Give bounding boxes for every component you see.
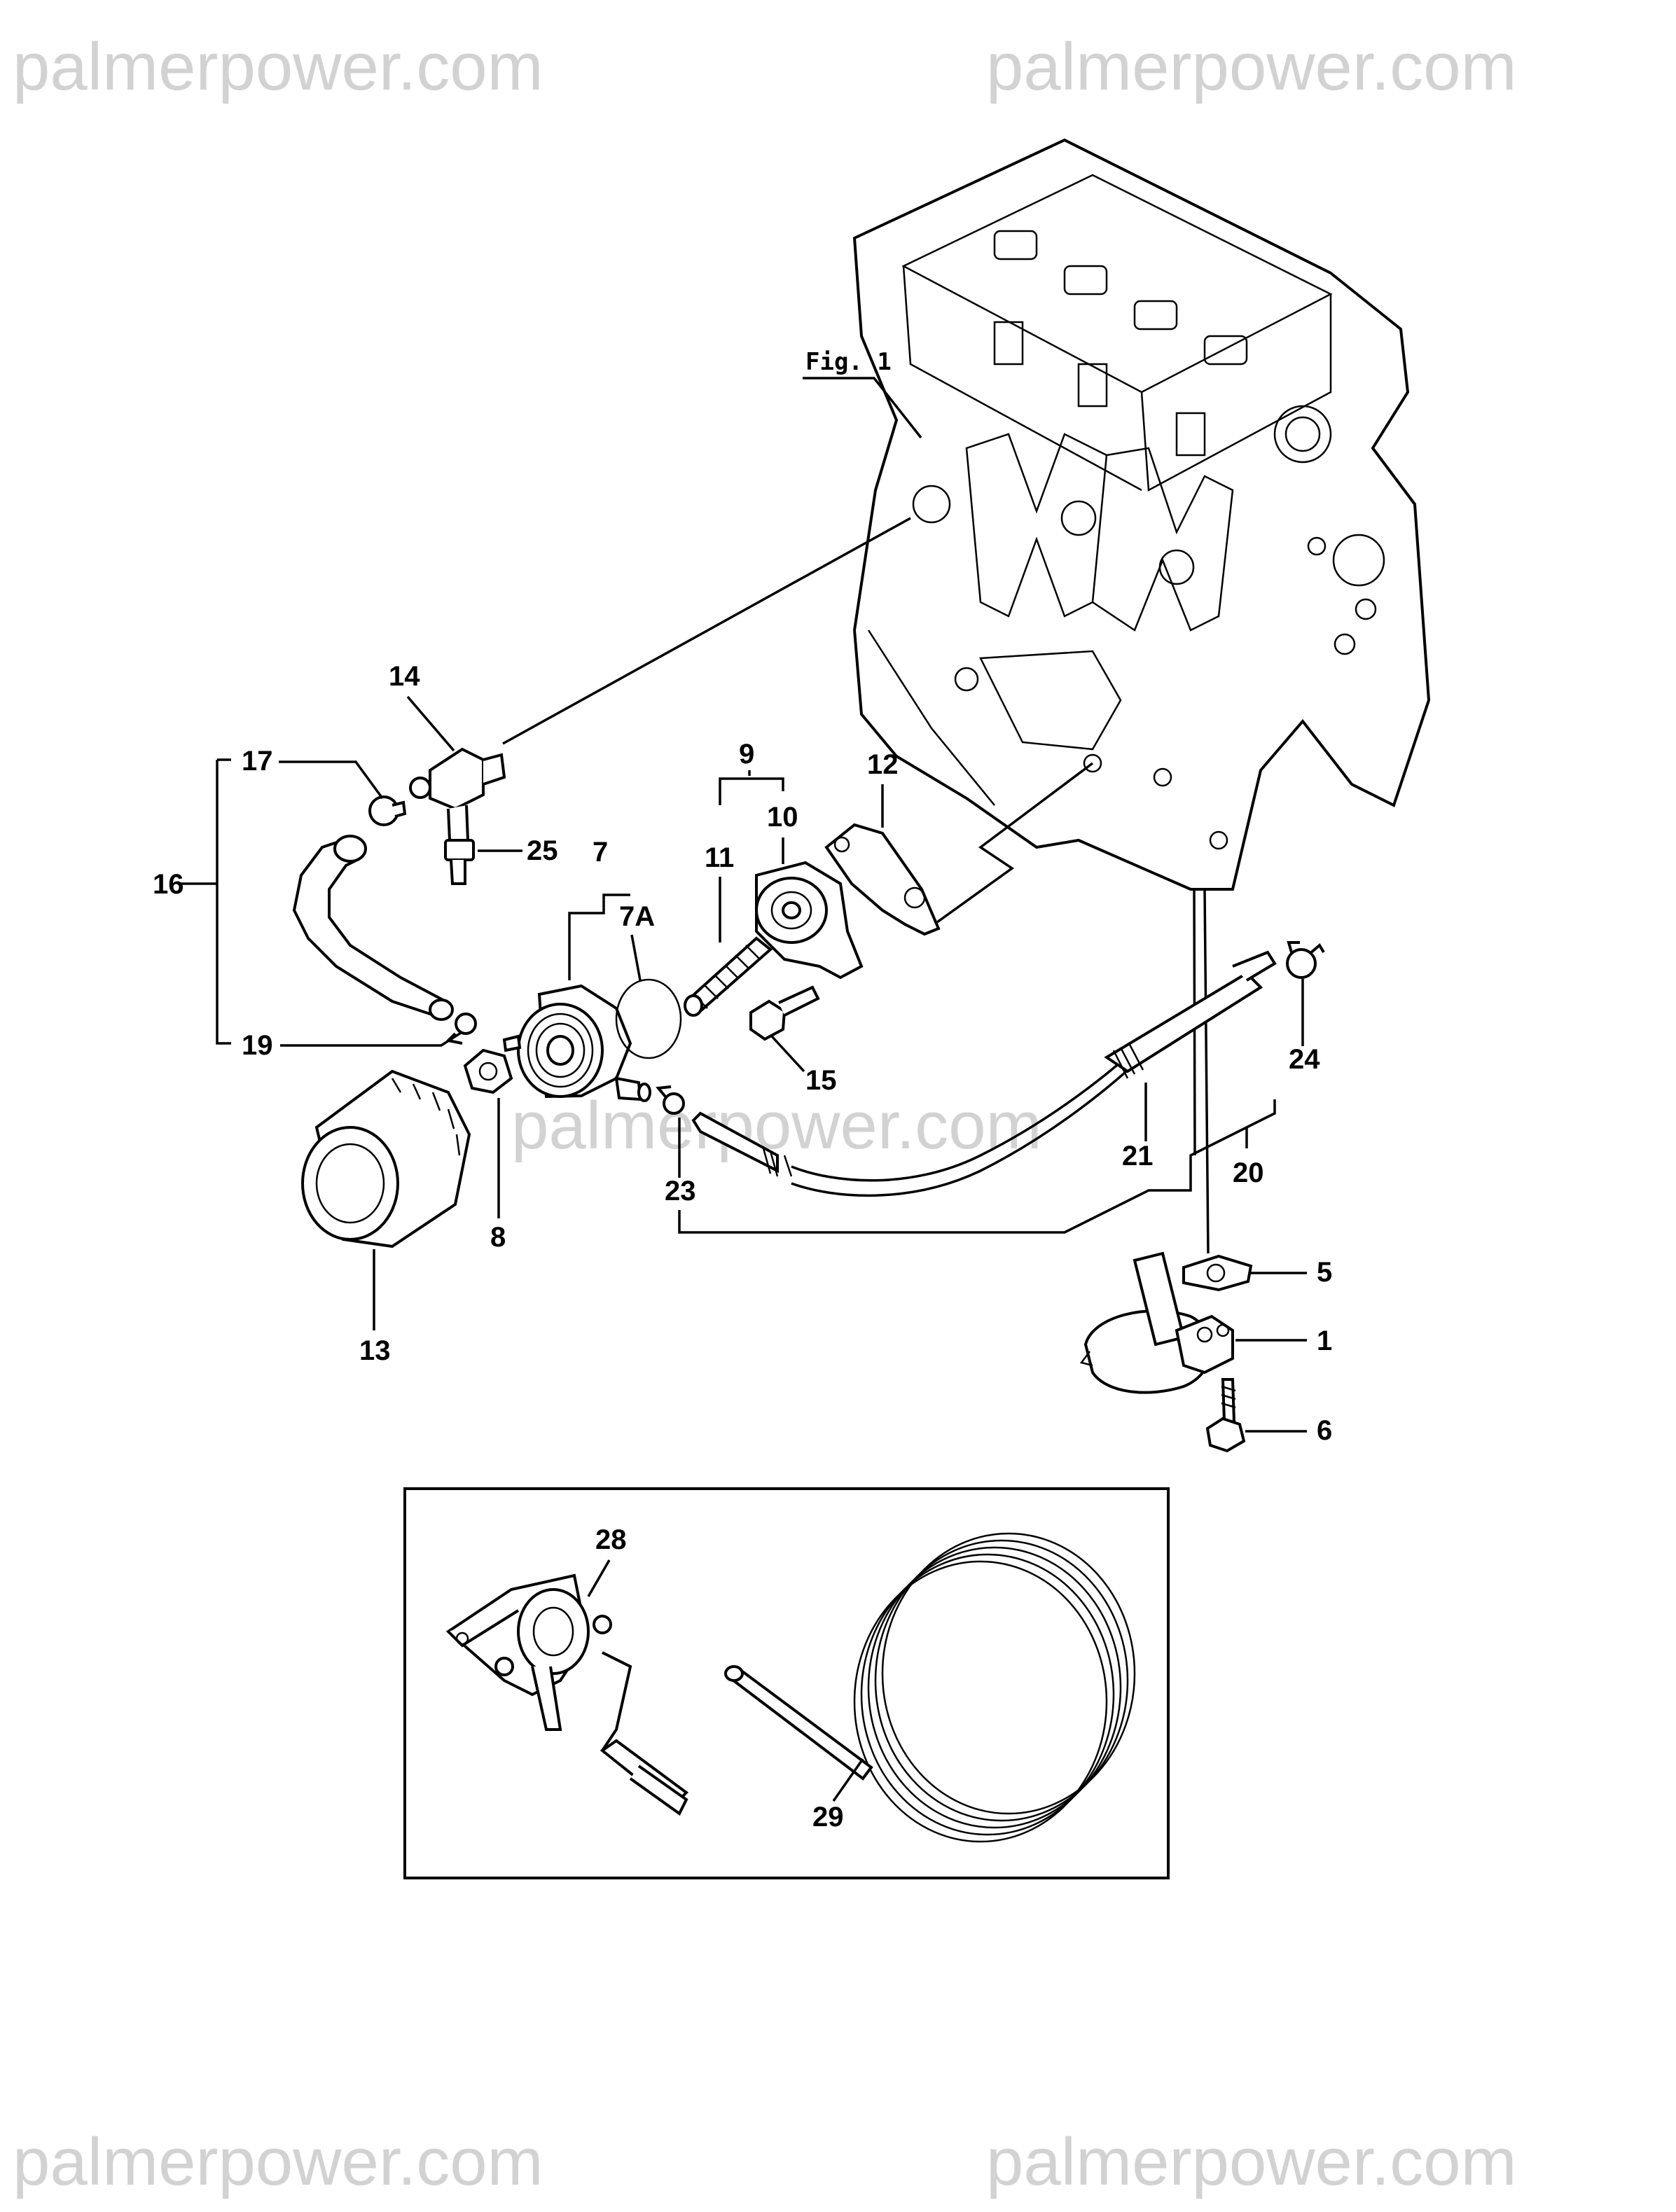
callout-12: 12 bbox=[867, 749, 899, 780]
part-14-tee-fitting bbox=[409, 747, 506, 885]
callout-29: 29 bbox=[812, 1802, 844, 1832]
part-12-gasket bbox=[824, 823, 941, 936]
callout-9: 9 bbox=[739, 739, 754, 770]
callout-1: 1 bbox=[1317, 1326, 1332, 1356]
callout-15: 15 bbox=[805, 1065, 837, 1096]
part-19-clamp bbox=[445, 1013, 477, 1045]
part-17-clamp bbox=[368, 795, 407, 826]
engine-block-illustration bbox=[852, 138, 1431, 891]
part-13-oil-filter bbox=[301, 1069, 471, 1248]
figure-reference: Fig. 1 bbox=[805, 348, 892, 376]
part-21-dipstick-tube bbox=[691, 950, 1277, 1197]
part-8-nut bbox=[463, 1048, 513, 1094]
watermark-bottom-left: palmerpower.com bbox=[13, 2124, 543, 2199]
callout-21: 21 bbox=[1122, 1141, 1154, 1171]
callout-25: 25 bbox=[527, 835, 558, 866]
part-24-clip bbox=[1286, 941, 1325, 979]
part-11-spring bbox=[684, 936, 773, 1017]
part-16-hose bbox=[292, 835, 454, 1021]
callout-23: 23 bbox=[665, 1176, 696, 1206]
callout-16: 16 bbox=[153, 869, 184, 900]
watermark-bottom-right: palmerpower.com bbox=[986, 2124, 1517, 2199]
callout-14: 14 bbox=[389, 661, 420, 692]
callout-13: 13 bbox=[359, 1335, 391, 1366]
part-7a-o-ring bbox=[615, 978, 682, 1059]
part-5-gasket bbox=[1182, 1254, 1253, 1292]
optional-parts-box bbox=[403, 1487, 1170, 1879]
callout-6: 6 bbox=[1317, 1415, 1332, 1446]
callout-7a: 7A bbox=[619, 901, 655, 932]
part-23-clamp bbox=[656, 1085, 685, 1115]
callout-7: 7 bbox=[593, 837, 608, 868]
callout-24: 24 bbox=[1289, 1044, 1320, 1075]
part-29-drain-hose bbox=[724, 1532, 1136, 1843]
watermark-center: palmerpower.com bbox=[511, 1088, 1042, 1163]
part-15-bolt bbox=[749, 985, 820, 1041]
watermark-top-left: palmerpower.com bbox=[13, 29, 543, 104]
callout-17: 17 bbox=[242, 746, 273, 777]
callout-20: 20 bbox=[1233, 1157, 1264, 1188]
callout-10: 10 bbox=[767, 802, 798, 833]
watermark-top-right: palmerpower.com bbox=[986, 29, 1517, 104]
part-1-oil-strainer bbox=[1079, 1251, 1234, 1394]
part-7-oil-cooler bbox=[502, 984, 651, 1102]
callout-5: 5 bbox=[1317, 1257, 1332, 1288]
callout-8: 8 bbox=[490, 1222, 506, 1253]
callout-11: 11 bbox=[705, 842, 734, 873]
figure-reference-leader bbox=[803, 377, 922, 439]
part-10-housing bbox=[755, 861, 864, 980]
part-6-bolt bbox=[1205, 1378, 1246, 1453]
callout-19: 19 bbox=[242, 1030, 273, 1061]
part-28-drain-pump bbox=[445, 1573, 689, 1816]
callout-28: 28 bbox=[595, 1524, 627, 1555]
